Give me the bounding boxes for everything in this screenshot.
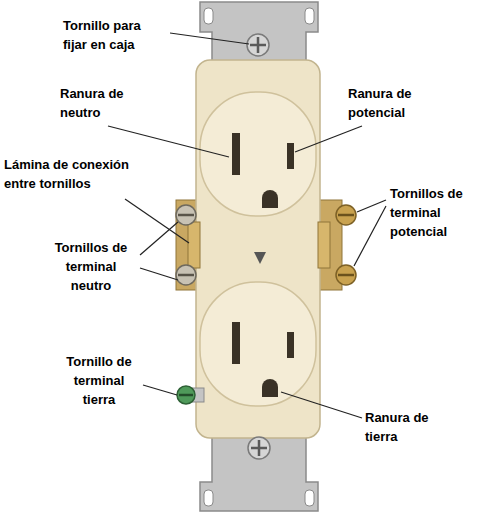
part-label: Tornillos de terminal neutro [46,238,136,295]
part-label: Tornillo de terminal tierra [56,352,142,409]
part-label: Lámina de conexión entre tornillos [4,155,144,193]
part-label: Ranura de potencial [348,84,428,122]
part-label: Ranura de neutro [60,84,140,122]
part-label: Tornillo para fijar en caja [63,16,163,54]
part-label: Tornillos de terminal potencial [390,184,480,241]
part-label: Ranura de tierra [365,408,445,446]
